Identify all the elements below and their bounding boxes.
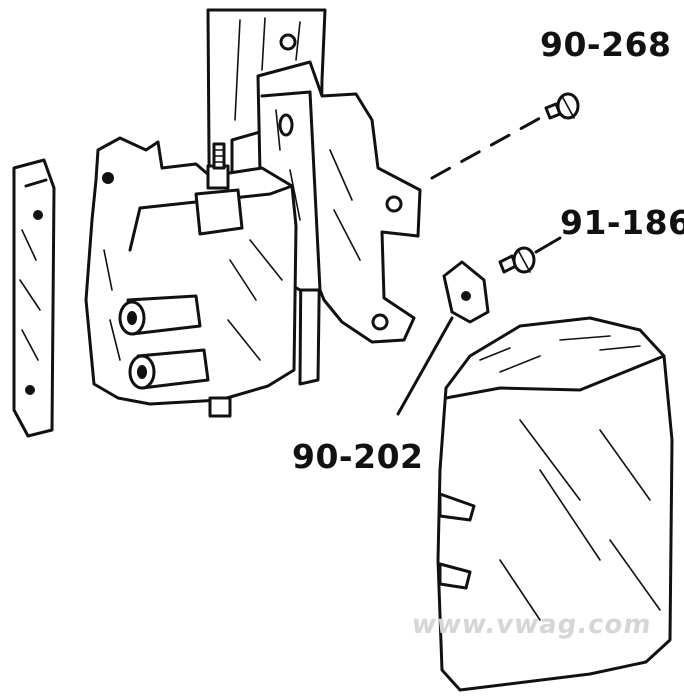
ignition-coil — [84, 136, 298, 418]
screw-90-268 — [544, 92, 580, 120]
part-label-91-186: 91-186 — [560, 203, 684, 242]
leader-line-90-268 — [430, 116, 542, 180]
screw-91-186 — [498, 246, 536, 274]
watermark-text: www.vwag.com — [409, 610, 654, 640]
leader-line-91-186 — [534, 236, 562, 254]
coil-cover — [436, 316, 674, 692]
clip-90-202 — [442, 260, 490, 324]
mounting-bracket — [256, 60, 422, 344]
leader-line-90-202 — [396, 316, 454, 416]
part-label-90-202: 90-202 — [292, 437, 424, 476]
part-label-90-268: 90-268 — [540, 25, 672, 64]
left-mounting-strap — [12, 158, 56, 438]
